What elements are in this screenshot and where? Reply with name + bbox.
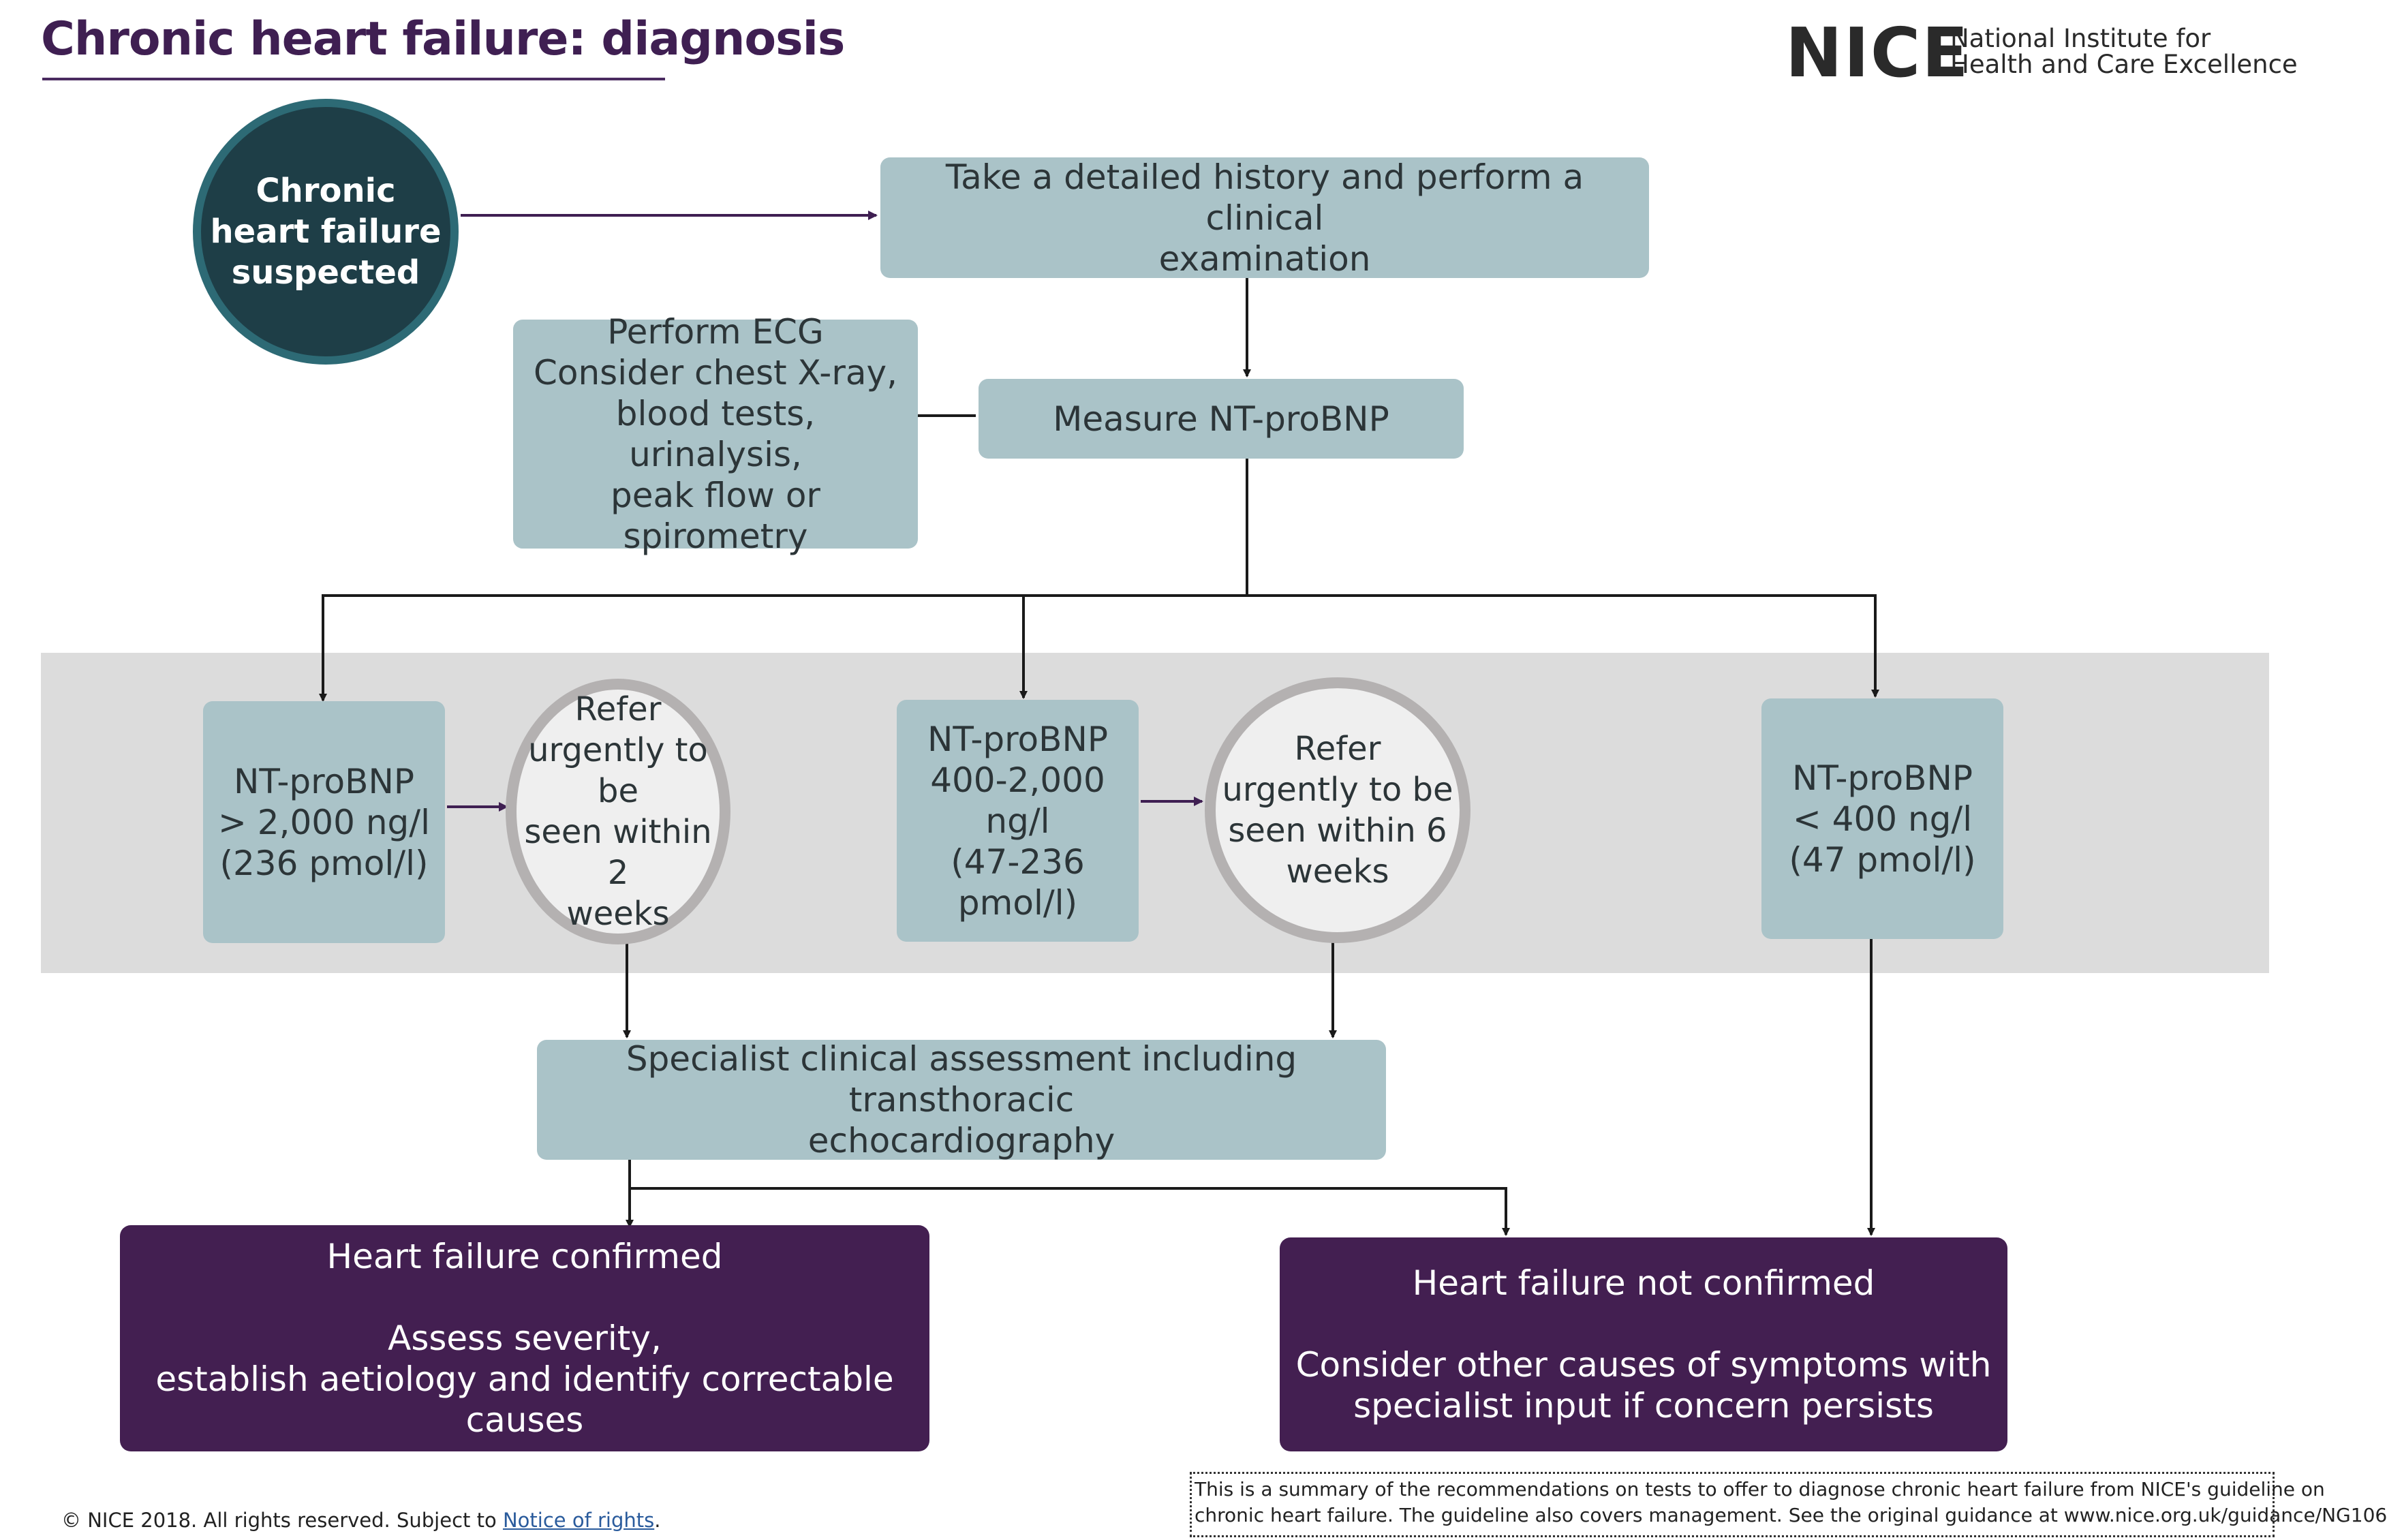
start-line-1: Chronic [256, 172, 396, 210]
mid-line-3: (47-236 pmol/l) [951, 842, 1085, 923]
refer2-line-2: urgently to be [528, 731, 708, 810]
logo-line-1: National Institute for [1950, 24, 2211, 53]
high-line-3: (236 pmol/l) [219, 843, 429, 883]
low-line-1: NT-proBNP [1791, 758, 1973, 798]
refer6-line-4: weeks [1286, 852, 1389, 891]
specialist-assessment-box: Specialist clinical assessment including… [537, 1039, 1386, 1160]
not-confirmed-line-2: specialist input if concern persists [1353, 1386, 1934, 1426]
high-line-2: > 2,000 ng/l [218, 802, 430, 842]
result-high-box: NT-proBNP > 2,000 ng/l (236 pmol/l) [203, 701, 445, 943]
copyright-notice: © NICE 2018. All rights reserved. Subjec… [61, 1509, 660, 1532]
confirmed-heading: Heart failure confirmed [326, 1237, 723, 1276]
not-confirmed-heading: Heart failure not confirmed [1412, 1263, 1875, 1303]
ecg-tests-box: Perform ECG Consider chest X-ray, blood … [513, 312, 918, 556]
summary-note: This is a summary of the recommendations… [1190, 1472, 2387, 1537]
confirmed-line-1: Assess severity, [388, 1319, 662, 1358]
low-line-3: (47 pmol/l) [1789, 840, 1976, 880]
result-low-box: NT-proBNP < 400 ng/l (47 pmol/l) [1761, 698, 2003, 939]
refer2-line-3: seen within 2 [524, 813, 712, 892]
measure-label: Measure NT-proBNP [1053, 399, 1389, 439]
not-confirmed-line-1: Consider other causes of symptoms with [1295, 1345, 1992, 1385]
start-line-3: suspected [231, 253, 420, 292]
measure-ntprobnp-box: Measure NT-proBNP [979, 379, 1464, 459]
refer2-line-1: Refer [574, 690, 662, 728]
start-line-2: heart failure [210, 213, 442, 251]
ecg-line-2: Consider chest X-ray, [533, 353, 898, 392]
refer6-line-1: Refer [1294, 730, 1381, 768]
refer-6-weeks-circle: Refer urgently to be seen within 6 weeks [1205, 677, 1470, 943]
copyright-end: . [654, 1509, 661, 1532]
start-node-suspected: Chronic heart failure suspected [193, 99, 459, 365]
low-line-2: < 400 ng/l [1792, 799, 1973, 839]
outcome-not-confirmed-box: Heart failure not confirmed Consider oth… [1280, 1237, 2007, 1451]
logo-subtitle: National Institute for Health and Care E… [1950, 24, 2298, 79]
ecg-line-4: peak flow or spirometry [610, 476, 820, 556]
history-line-1: Take a detailed history and perform a cl… [945, 157, 1584, 238]
high-line-1: NT-proBNP [233, 761, 415, 801]
mid-line-2: 400-2,000 ng/l [930, 760, 1105, 841]
specialist-line-1: Specialist clinical assessment including… [626, 1039, 1297, 1120]
copyright-text: © NICE 2018. All rights reserved. Subjec… [61, 1509, 503, 1532]
result-mid-box: NT-proBNP 400-2,000 ng/l (47-236 pmol/l) [897, 700, 1139, 942]
connector-lines [319, 211, 1879, 1236]
ecg-line-3: blood tests, urinalysis, [615, 394, 816, 474]
history-exam-box: Take a detailed history and perform a cl… [880, 157, 1649, 279]
mid-line-1: NT-proBNP [927, 719, 1109, 759]
ecg-line-1: Perform ECG [607, 312, 824, 352]
history-line-2: examination [1158, 238, 1371, 279]
refer2-line-4: weeks [566, 895, 670, 933]
outcome-confirmed-box: Heart failure confirmed Assess severity,… [120, 1225, 929, 1451]
confirmed-line-2: establish aetiology and identify correct… [155, 1359, 894, 1440]
note-line-2: chronic heart failure. The guideline als… [1195, 1504, 2387, 1526]
refer6-line-3: seen within 6 [1228, 812, 1447, 850]
refer-2-weeks-circle: Refer urgently to be seen within 2 weeks [506, 679, 730, 944]
logo-line-2: Health and Care Excellence [1950, 50, 2298, 79]
note-line-1: This is a summary of the recommendations… [1195, 1478, 2325, 1500]
notice-of-rights-link[interactable]: Notice of rights [502, 1509, 655, 1532]
specialist-line-2: echocardiography [807, 1121, 1115, 1160]
refer6-line-2: urgently to be [1222, 771, 1453, 809]
nice-logo: NICE [1785, 13, 1970, 93]
title-underline [42, 78, 665, 80]
